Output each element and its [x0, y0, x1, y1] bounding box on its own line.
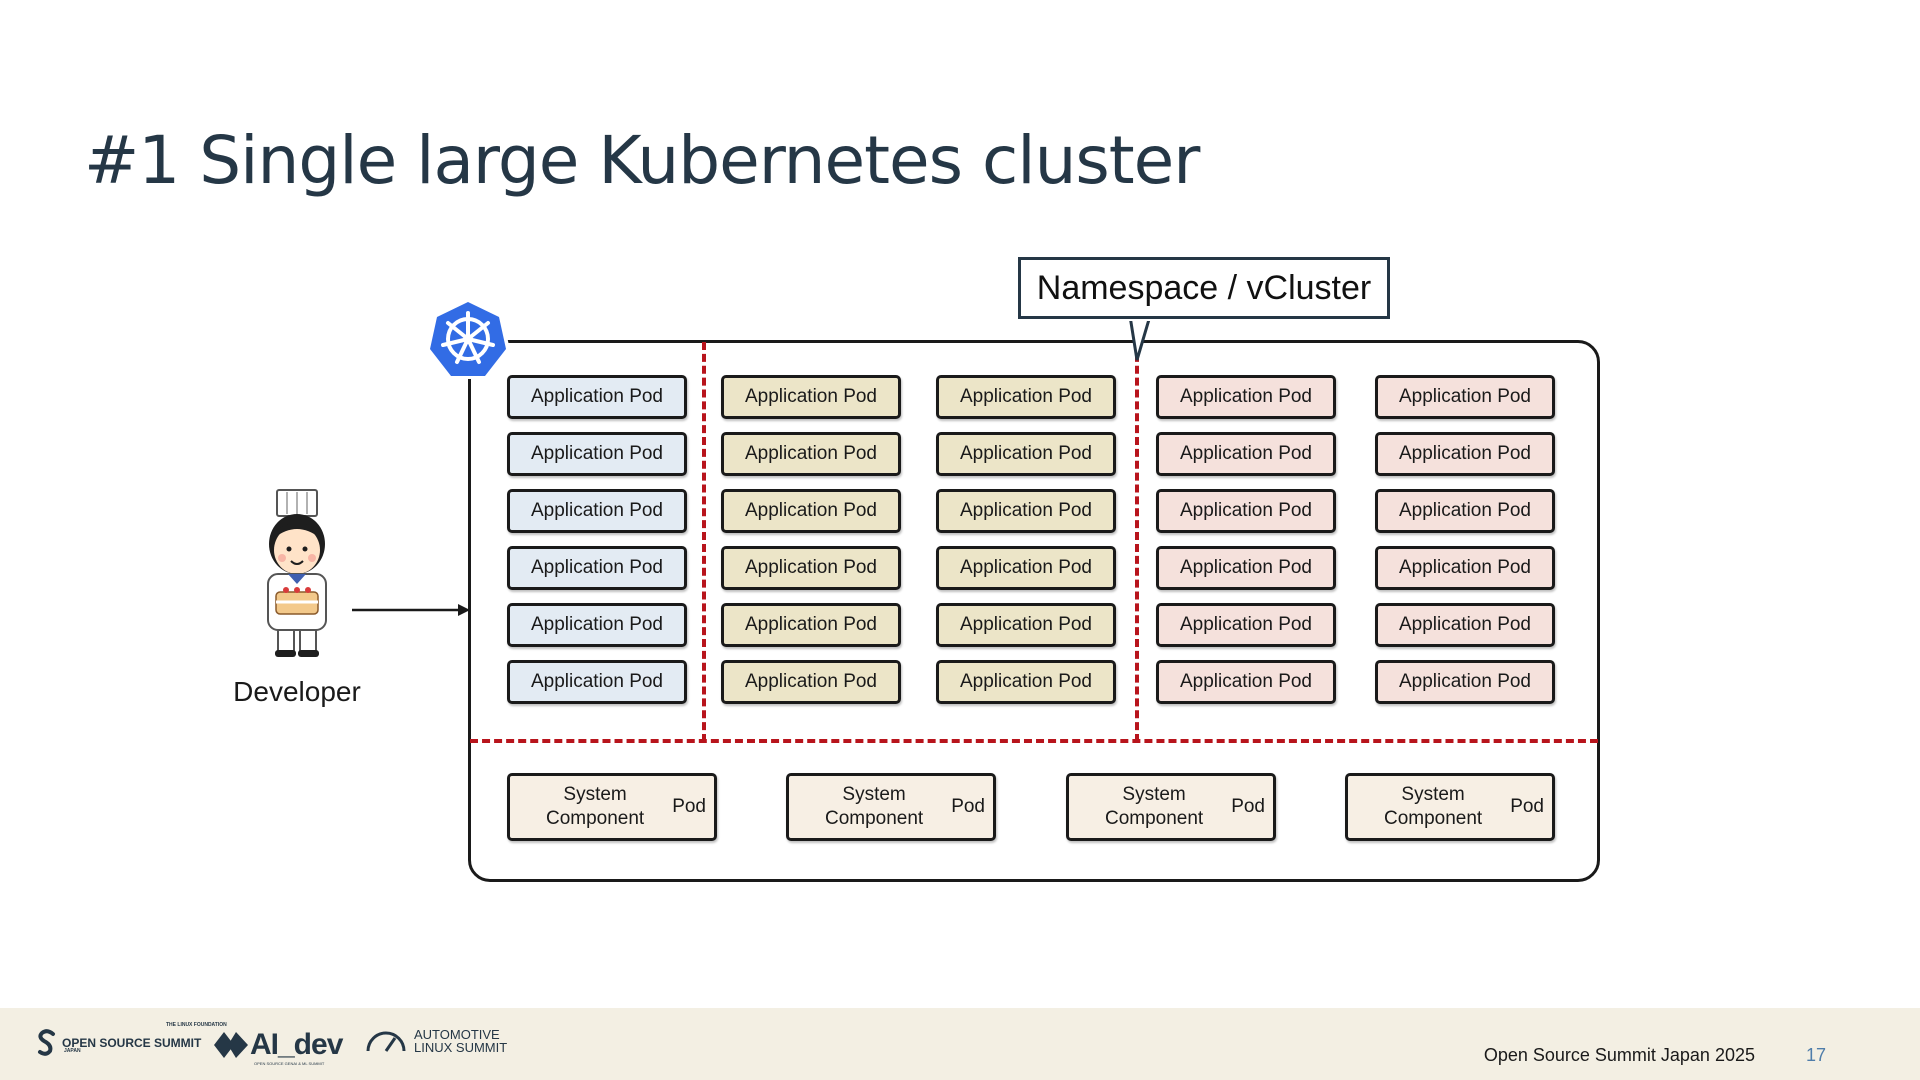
system-pod-label: Pod: [1510, 796, 1544, 817]
application-pod: Application Pod: [936, 489, 1116, 533]
application-pod: Application Pod: [936, 432, 1116, 476]
callout-pointer: [1128, 316, 1152, 361]
application-pod: Application Pod: [936, 375, 1116, 419]
system-component-pod: System Component Pod: [786, 773, 996, 841]
ai-dev-logo-text: AI_dev: [250, 1028, 343, 1061]
application-pod: Application Pod: [721, 660, 901, 704]
application-pod: Application Pod: [721, 489, 901, 533]
automotive-logo-text: LINUX SUMMIT: [414, 1040, 508, 1055]
application-pod: Application Pod: [721, 546, 901, 590]
application-pod: Application Pod: [721, 375, 901, 419]
application-pod: Application Pod: [1375, 375, 1555, 419]
namespace-divider-2: [1135, 342, 1139, 742]
system-component-pod: System Component Pod: [1066, 773, 1276, 841]
application-pod: Application Pod: [1156, 432, 1336, 476]
system-pod-label: Pod: [951, 796, 985, 817]
application-pod: Application Pod: [1156, 546, 1336, 590]
application-pod: Application Pod: [721, 603, 901, 647]
namespace-divider-1: [702, 342, 706, 742]
automotive-logo-text: AUTOMOTIVE: [414, 1027, 500, 1042]
system-namespace-divider: [470, 739, 1598, 743]
page-number: 17: [1805, 1045, 1826, 1065]
application-pod: Application Pod: [1156, 660, 1336, 704]
kubernetes-logo-icon: [426, 298, 510, 379]
oss-logo-text: OPEN SOURCE SUMMIT: [62, 1036, 202, 1050]
ai-dev-diamond-icon: [214, 1032, 248, 1058]
application-pod: Application Pod: [1375, 603, 1555, 647]
speedometer-icon: [366, 1031, 406, 1052]
ai-dev-logo-subtext: OPEN SOURCE GENAI & ML SUMMIT: [254, 1061, 325, 1066]
application-pod: Application Pod: [1156, 375, 1336, 419]
developer-label: Developer: [233, 676, 361, 707]
application-pod: Application Pod: [1156, 489, 1336, 533]
event-name: Open Source Summit Japan 2025: [1483, 1045, 1755, 1065]
developer-chef-icon: [267, 489, 327, 657]
oss-logo-subtext: JAPAN: [64, 1048, 81, 1054]
ai-dev-logo: AI_dev OPEN SOURCE GENAI & ML SUMMIT: [212, 1028, 343, 1066]
application-pod: Application Pod: [507, 489, 687, 533]
application-pod: Application Pod: [936, 603, 1116, 647]
application-pod: Application Pod: [936, 660, 1116, 704]
application-pod: Application Pod: [1375, 432, 1555, 476]
system-pod-label: System Component: [824, 784, 924, 829]
oss-s-icon: [38, 1029, 55, 1056]
application-pod: Application Pod: [507, 603, 687, 647]
open-source-summit-logo: OPEN SOURCE SUMMIT THE LINUX FOUNDATION …: [36, 1022, 227, 1058]
oss-logo-subtext: THE LINUX FOUNDATION: [166, 1022, 227, 1028]
arrow-right-icon: [352, 604, 470, 616]
system-pod-label: System Component: [1104, 784, 1204, 829]
slide-title: #1 Single large Kubernetes cluster: [84, 122, 1200, 199]
system-pod-label: Pod: [1231, 796, 1265, 817]
application-pod: Application Pod: [1375, 660, 1555, 704]
application-pod: Application Pod: [1375, 489, 1555, 533]
system-pod-label: Pod: [672, 796, 706, 817]
system-component-pod: System Component Pod: [1345, 773, 1555, 841]
application-pod: Application Pod: [936, 546, 1116, 590]
application-pod: Application Pod: [507, 375, 687, 419]
application-pod: Application Pod: [1375, 546, 1555, 590]
system-component-pod: System Component Pod: [507, 773, 717, 841]
system-pod-label: System Component: [1383, 784, 1483, 829]
system-pod-label: System Component: [545, 784, 645, 829]
application-pod: Application Pod: [1156, 603, 1336, 647]
application-pod: Application Pod: [507, 660, 687, 704]
slide-footer: OPEN SOURCE SUMMIT THE LINUX FOUNDATION …: [0, 1008, 1920, 1080]
application-pod: Application Pod: [507, 546, 687, 590]
application-pod: Application Pod: [721, 432, 901, 476]
application-pod: Application Pod: [507, 432, 687, 476]
namespace-callout: Namespace / vCluster: [1018, 257, 1390, 319]
